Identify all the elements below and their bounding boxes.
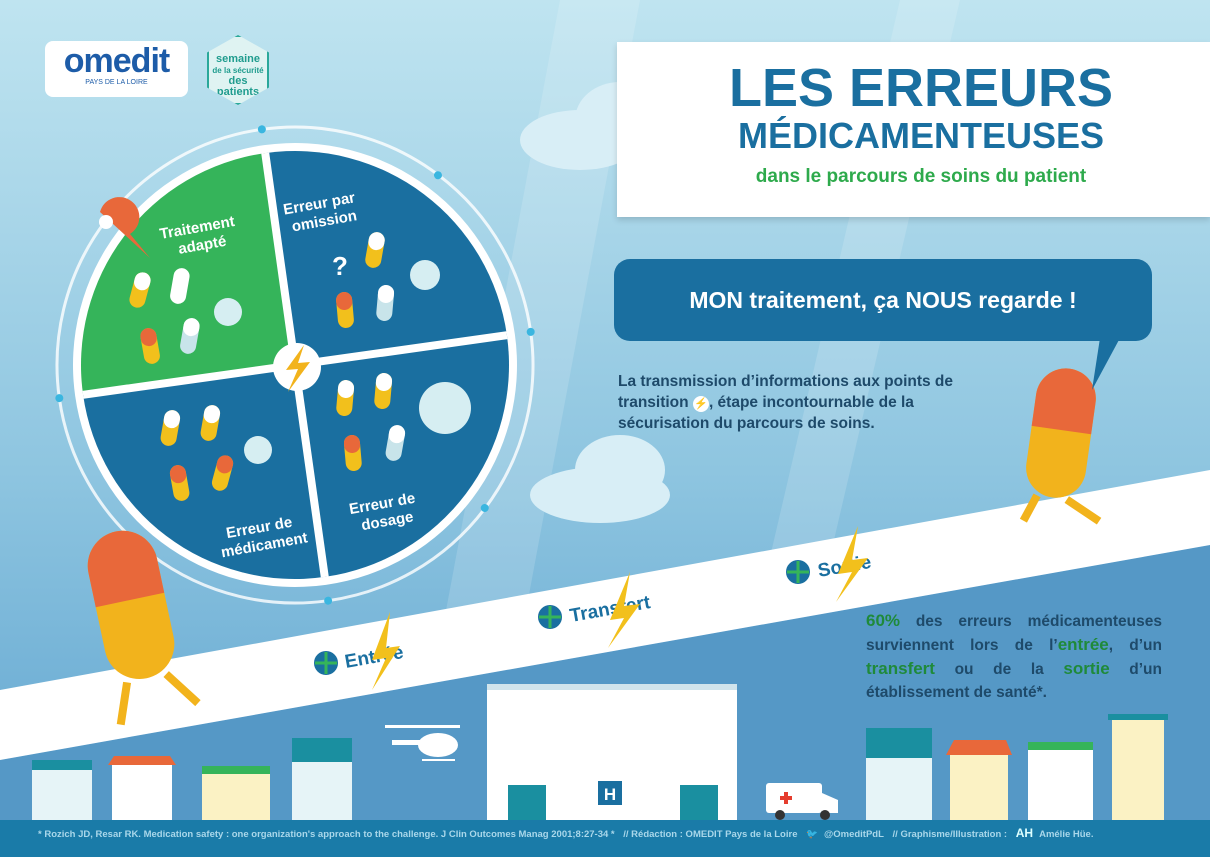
bubble-tail bbox=[1092, 338, 1120, 390]
twitter-icon: 🐦 bbox=[806, 829, 818, 840]
transmission-part2: , étape incontournable de la sécurisatio… bbox=[618, 394, 914, 432]
title-line1: LES ERREURS bbox=[728, 58, 1114, 118]
transmission-part1: La transmission d’informations aux point… bbox=[618, 373, 954, 411]
badge-line: de la sécurité bbox=[212, 66, 264, 75]
ambulance-icon bbox=[766, 783, 838, 820]
omedit-logo-text: omedit bbox=[63, 42, 170, 80]
stat-text: d’un établissement de santé*. bbox=[866, 661, 1162, 701]
stat-text: , d’un bbox=[1108, 637, 1162, 654]
lightning-icon bbox=[286, 345, 310, 392]
care-path-road bbox=[0, 470, 1210, 760]
footer-reference: * Rozich JD, Resar RK. Medication safety… bbox=[38, 829, 615, 840]
stat-text: des erreurs médicamenteuses surviennent … bbox=[866, 613, 1162, 654]
quadrant-erreur-omission bbox=[265, 151, 507, 365]
illustrator-logo: AH bbox=[1015, 826, 1034, 840]
footer-redaction: // Rédaction : OMEDIT Pays de la Loire bbox=[623, 829, 798, 840]
helicopter-icon bbox=[385, 725, 460, 761]
badge-line: semaine bbox=[215, 53, 261, 65]
title-line2: MÉDICAMENTEUSES bbox=[737, 115, 1105, 156]
clouds bbox=[520, 82, 670, 523]
pill-characters: ? bbox=[129, 232, 471, 501]
stat-percent: 60% bbox=[866, 611, 901, 630]
lightning-icon bbox=[836, 526, 868, 602]
stat-transfert: transfert bbox=[866, 659, 935, 678]
footer: * Rozich JD, Resar RK. Medication safety… bbox=[0, 820, 1210, 857]
svg-text:?: ? bbox=[332, 251, 348, 281]
title-subtitle: dans le parcours de soins du patient bbox=[755, 166, 1087, 187]
footer-graphisme: // Graphisme/Illustration : bbox=[892, 829, 1008, 840]
lightning-icon bbox=[608, 572, 640, 648]
hospital-sign: H bbox=[604, 785, 616, 804]
omedit-logo: omedit PAYS DE LA LOIRE bbox=[45, 41, 188, 97]
statistic-text: 60% des erreurs médicamenteuses survienn… bbox=[866, 609, 1162, 704]
footer-twitter[interactable]: @OmeditPdL bbox=[823, 829, 884, 840]
location-pin-icon bbox=[99, 197, 150, 258]
transmission-text: La transmission d’informations aux point… bbox=[618, 371, 998, 434]
stat-entree: entrée bbox=[1057, 635, 1109, 654]
stat-text: ou de la bbox=[934, 661, 1064, 678]
lightning-icon: ⚡ bbox=[692, 396, 709, 412]
stat-sortie: sortie bbox=[1063, 659, 1110, 678]
quadrant-erreur-medicament bbox=[83, 365, 325, 579]
lightning-icon bbox=[372, 612, 400, 690]
slogan-bubble: MON traitement, ça NOUS regarde ! bbox=[614, 259, 1152, 341]
badge-line: des patients bbox=[216, 75, 260, 98]
city-buildings: H bbox=[32, 684, 1168, 820]
pill-mascot-right bbox=[1019, 368, 1102, 525]
omedit-logo-subtitle: PAYS DE LA LOIRE bbox=[85, 79, 148, 86]
footer-illustrator: Amélie Hüe. bbox=[1039, 829, 1094, 840]
pill-mascot-left bbox=[87, 530, 201, 726]
title-panel: LES ERREURS MÉDICAMENTEUSES dans le parc… bbox=[617, 42, 1210, 217]
